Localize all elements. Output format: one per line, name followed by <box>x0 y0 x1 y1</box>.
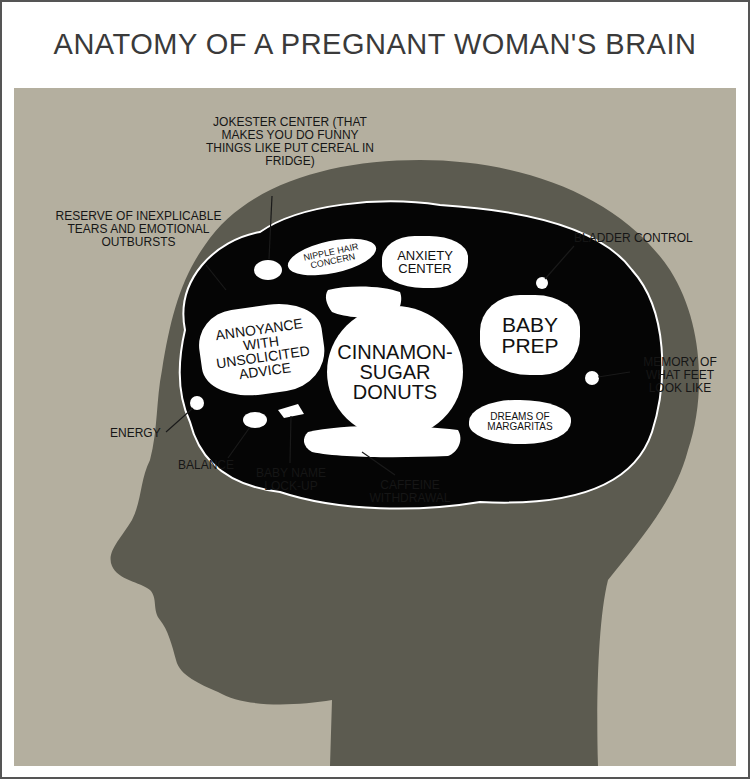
brain-region <box>585 371 599 385</box>
region-label: ANXIETY CENTER <box>390 249 460 275</box>
callout-label: MEMORY OF WHAT FEET LOOK LIKE <box>630 356 730 395</box>
brain-region <box>190 396 204 410</box>
brain-region: CINNAMON-SUGAR DONUTS <box>327 306 463 438</box>
callout-label: JOKESTER CENTER (THAT MAKES YOU DO FUNNY… <box>205 116 375 168</box>
region-label: CINNAMON-SUGAR DONUTS <box>335 342 455 402</box>
brain-region <box>243 412 267 428</box>
title: ANATOMY OF A PREGNANT WOMAN'S BRAIN <box>0 28 750 61</box>
callout-label: ENERGY <box>110 427 180 440</box>
leader-lines <box>166 196 630 475</box>
callout-label: BABY NAME LOCK-UP <box>255 467 327 493</box>
leader-line <box>290 416 291 463</box>
brain-region: BABY PREP <box>480 295 580 375</box>
leader-line <box>269 196 272 259</box>
leader-line <box>206 265 226 290</box>
brain-region <box>536 277 548 289</box>
callout-label: CAFFEINE WITHDRAWAL <box>348 479 472 505</box>
region-label: ANNOYANCE WITH UNSOLICITED ADVICE <box>207 315 318 385</box>
brain-region: DREAMS OF MARGARITAS <box>469 400 571 444</box>
leader-line <box>362 452 395 475</box>
callout-label: BLADDER CONTROL <box>574 232 734 245</box>
region-label: DREAMS OF MARGARITAS <box>478 412 562 432</box>
callout-label: BALANCE <box>178 459 248 472</box>
leader-line <box>228 427 250 458</box>
head-silhouette <box>111 160 700 766</box>
brain-region: ANXIETY CENTER <box>382 236 468 288</box>
leader-line <box>545 246 574 279</box>
leader-line <box>598 372 630 377</box>
background-panel <box>14 88 736 766</box>
brain-region <box>278 404 304 418</box>
brain-region <box>254 260 282 280</box>
leader-line <box>166 408 193 432</box>
brain-outline <box>180 201 663 508</box>
callout-label: RESERVE OF INEXPLICABLE TEARS AND EMOTIO… <box>36 210 241 249</box>
region-label: BABY PREP <box>488 314 572 356</box>
